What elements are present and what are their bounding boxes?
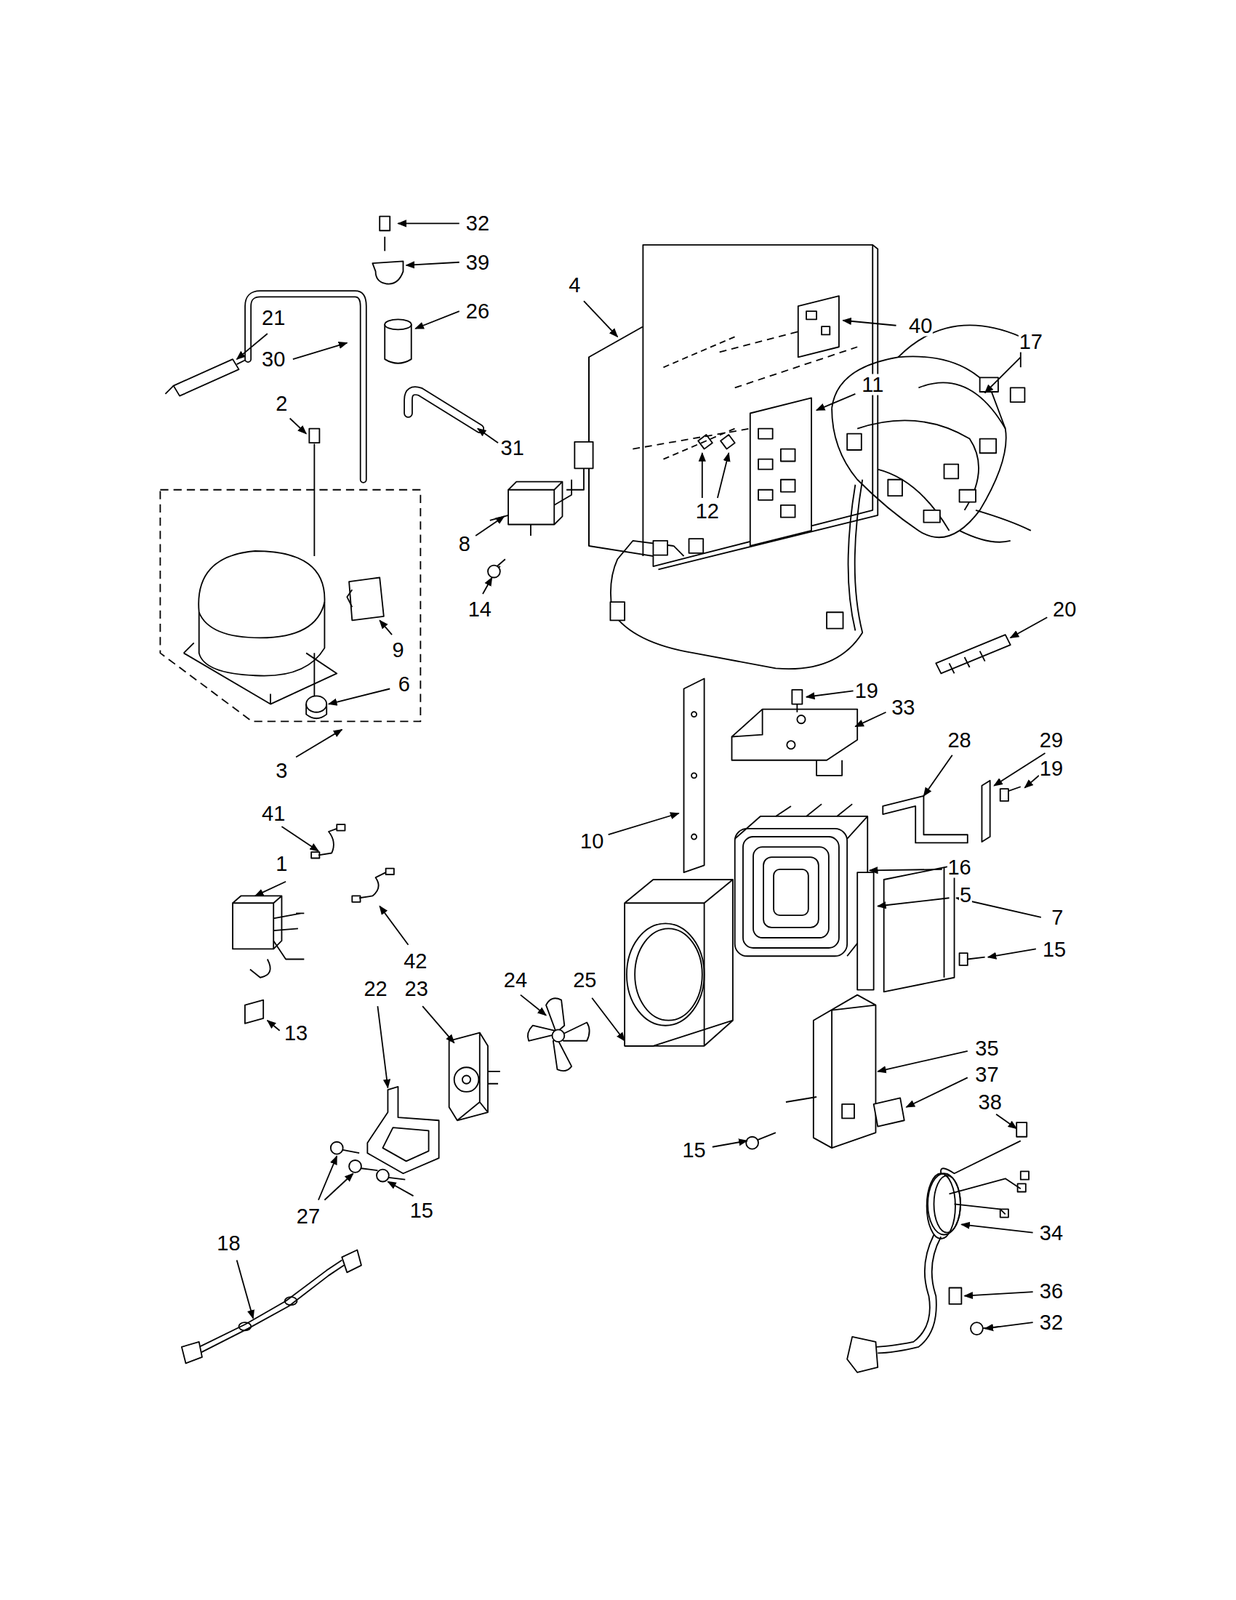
callout-number: 33 [890, 696, 916, 718]
callout-number: 22 [362, 978, 388, 1000]
callout-number: 40 [908, 314, 933, 336]
callout-number: 15 [409, 1199, 435, 1221]
callout-number: 41 [261, 802, 286, 824]
callout-number: 12 [695, 500, 720, 523]
callout-number: 13 [283, 1022, 309, 1044]
callout-number: 29 [1038, 729, 1064, 751]
callout-number: 2 [274, 392, 288, 414]
callout-number: 28 [946, 729, 972, 751]
callout-number: 35 [974, 1037, 999, 1059]
callout-number: 7 [1050, 907, 1064, 929]
callout-number: 5 [958, 884, 973, 906]
callout-number: 27 [295, 1206, 321, 1228]
callout-number: 3 [274, 759, 288, 781]
callout-number: 25 [572, 969, 597, 991]
callout-number: 31 [500, 437, 525, 459]
callout-number: 10 [579, 830, 605, 852]
callout-number: 15 [681, 1140, 706, 1162]
callout-number: 42 [402, 950, 428, 973]
callout-number: 32 [1038, 1312, 1064, 1334]
callout-number: 21 [261, 306, 286, 328]
callout-number: 39 [465, 251, 491, 273]
callout-number: 16 [946, 857, 972, 879]
callout-number: 4 [567, 274, 581, 296]
callout-number: 19 [1038, 758, 1064, 780]
callout-number: 36 [1038, 1280, 1064, 1302]
callout-number: 1 [274, 852, 288, 874]
callout-number: 15 [1041, 938, 1067, 960]
callout-number: 14 [467, 599, 493, 621]
callout-number: 9 [391, 639, 405, 661]
callout-number: 20 [1052, 599, 1077, 621]
callout-number: 24 [503, 969, 528, 991]
callout-number: 26 [465, 301, 491, 323]
callout-number: 23 [404, 978, 429, 1000]
callout-number: 19 [854, 680, 880, 702]
callout-number: 8 [458, 533, 472, 555]
callout-number: 18 [215, 1232, 241, 1254]
callout-number: 34 [1038, 1222, 1064, 1244]
callout-number: 6 [397, 673, 411, 695]
callout-number: 32 [465, 213, 491, 235]
callout-number: 30 [261, 348, 286, 371]
leader-lines [237, 223, 1048, 1329]
callout-number: 11 [860, 374, 885, 396]
callout-number: 17 [1018, 331, 1044, 353]
callout-number: 38 [977, 1092, 1003, 1114]
callout-number: 37 [974, 1064, 999, 1086]
